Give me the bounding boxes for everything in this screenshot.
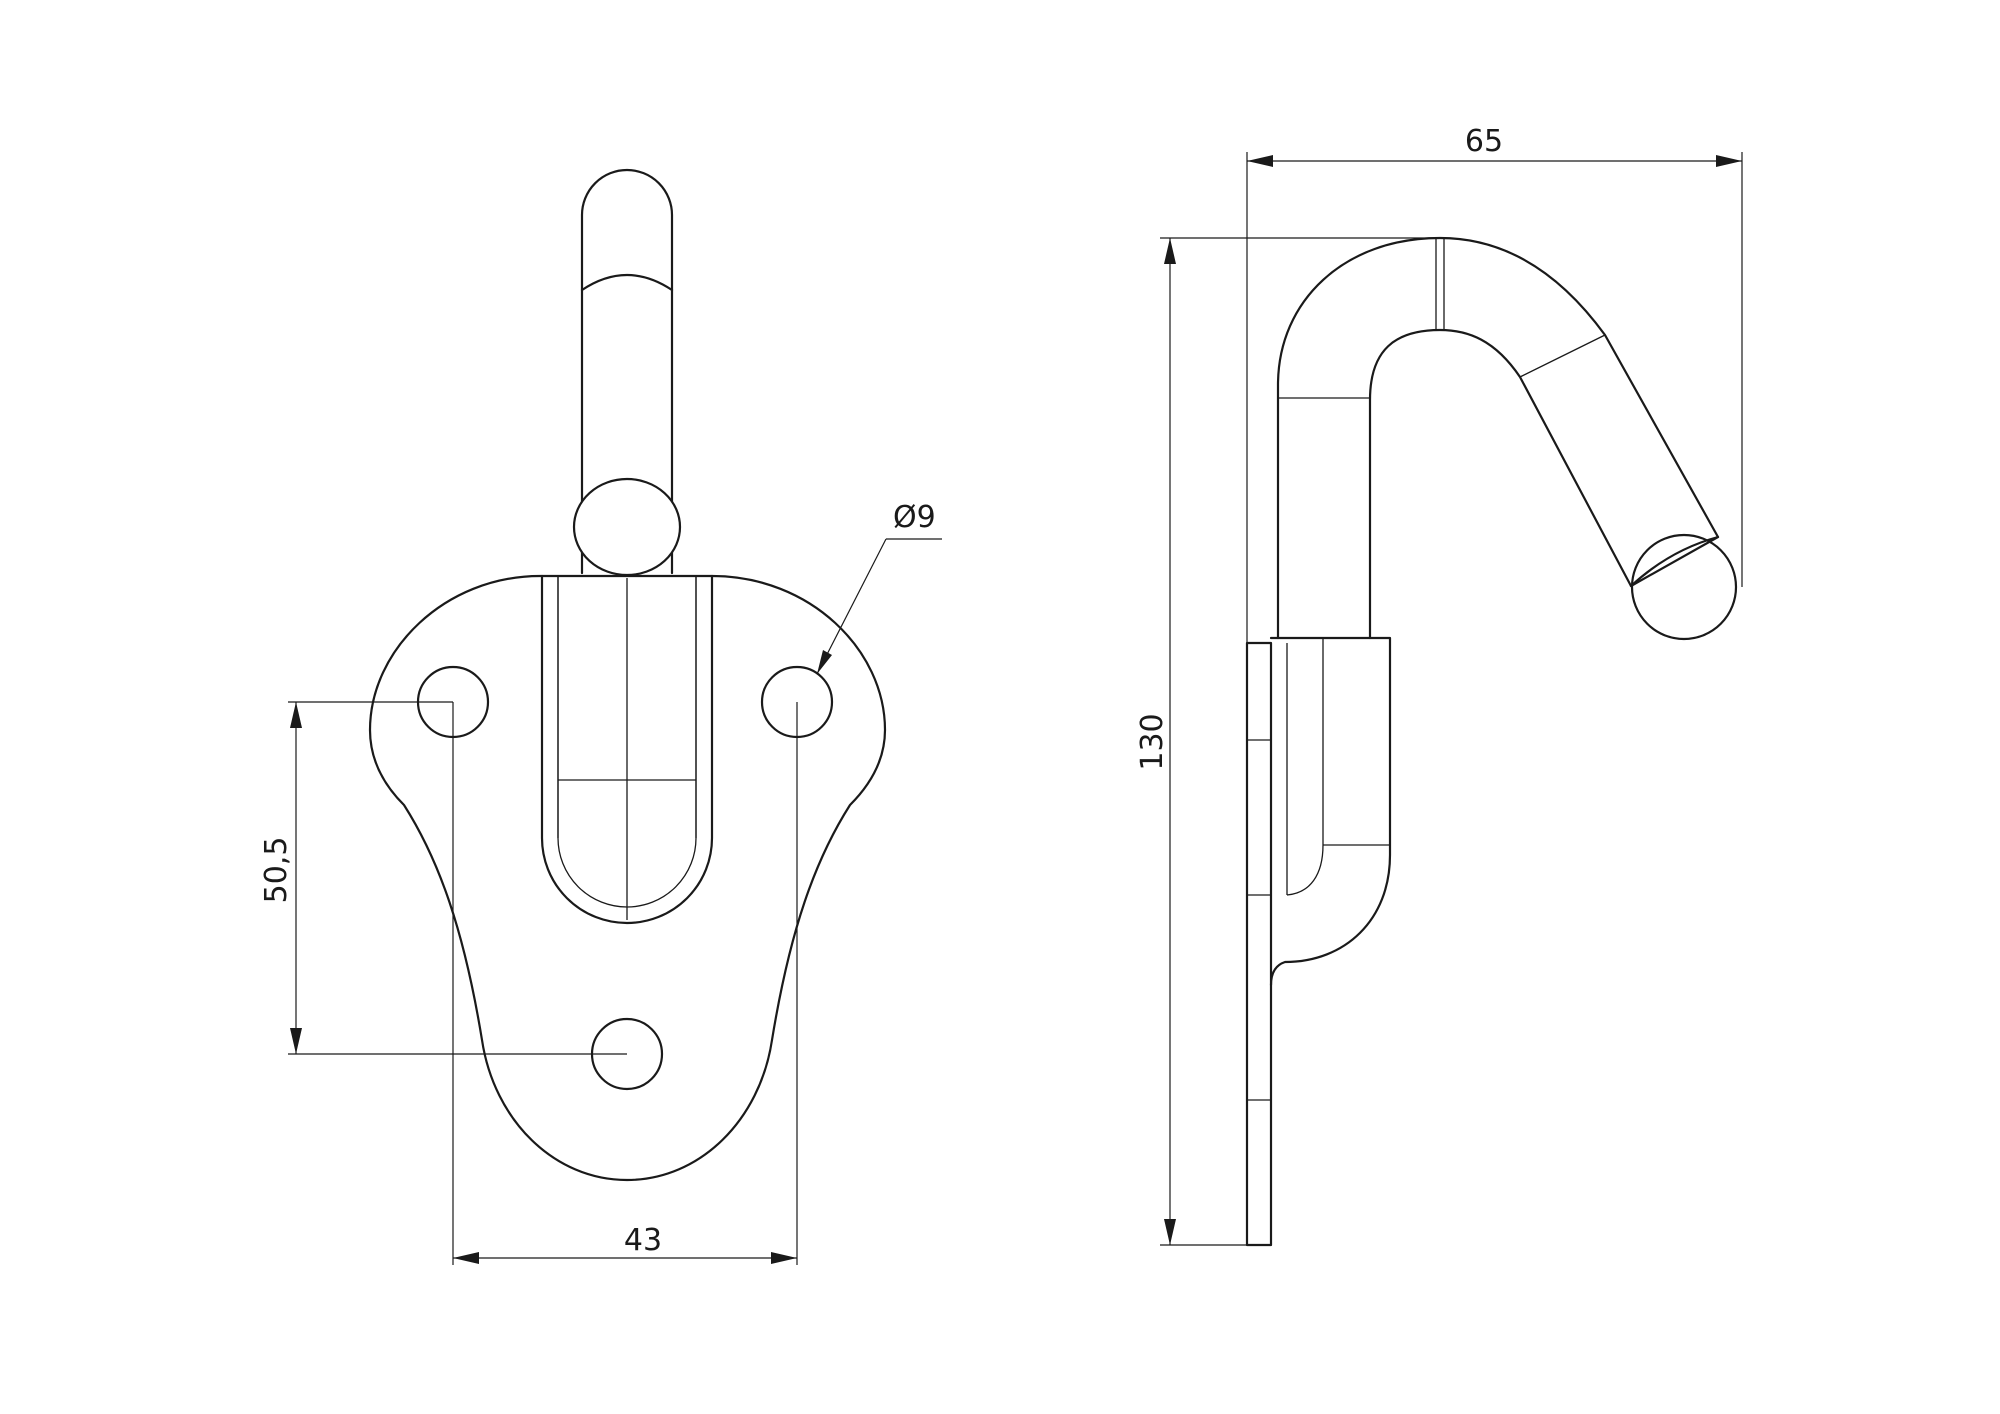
dim-leader-diameter bbox=[816, 538, 887, 675]
side-view-dimensions: 65 130 bbox=[1135, 124, 1743, 1246]
dim-label-diameter: Ø9 bbox=[893, 500, 936, 535]
hook-tip-cap-line bbox=[580, 274, 674, 292]
base-plate bbox=[368, 574, 887, 1182]
front-view-dimensions: 50,5 43 Ø9 bbox=[259, 500, 942, 1265]
side-hook bbox=[1276, 236, 1720, 640]
dim-label-50-5: 50,5 bbox=[259, 837, 294, 904]
side-back-plate bbox=[1245, 641, 1273, 1247]
dim-label-43: 43 bbox=[624, 1223, 662, 1258]
side-bracket bbox=[1269, 636, 1392, 987]
side-bracket-inner bbox=[1286, 638, 1324, 896]
base-slot-inner-2 bbox=[557, 576, 697, 838]
dim-label-130: 130 bbox=[1135, 713, 1170, 770]
side-view bbox=[1245, 236, 1738, 1247]
front-view bbox=[368, 168, 887, 1182]
stem-ball bbox=[572, 477, 682, 577]
side-hook-seam-3 bbox=[1519, 334, 1606, 378]
hook-stem bbox=[580, 168, 674, 575]
side-hook-ball bbox=[1630, 533, 1738, 641]
base-slot-outer bbox=[540, 574, 714, 925]
dim-label-65: 65 bbox=[1465, 124, 1503, 159]
